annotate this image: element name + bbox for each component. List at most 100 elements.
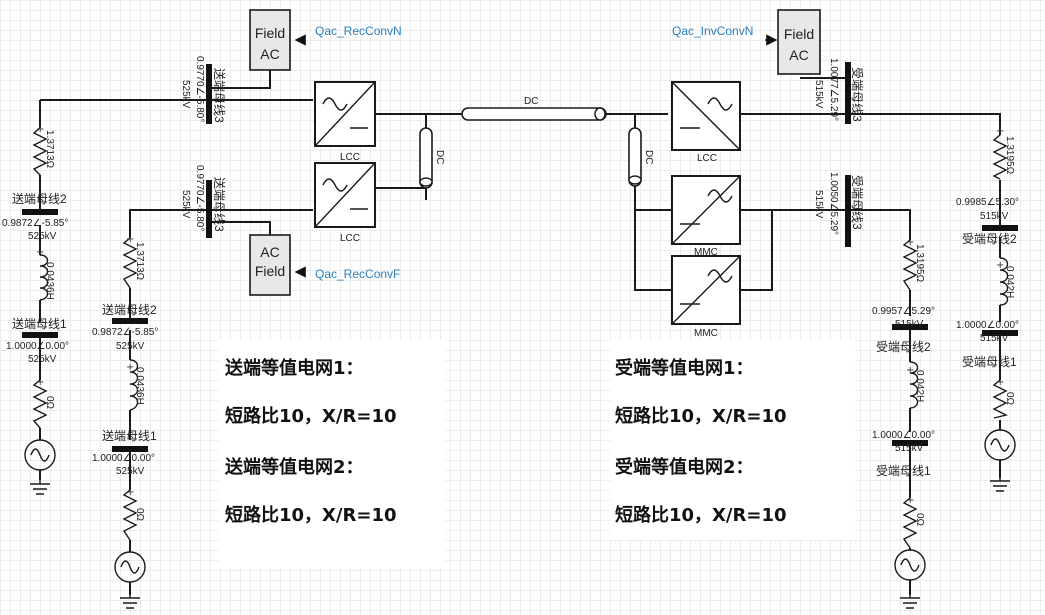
ac-source	[114, 551, 146, 583]
mmc-converter[interactable]	[671, 255, 741, 325]
dc-capacitor[interactable]	[419, 127, 433, 189]
mmc-converter[interactable]	[671, 175, 741, 245]
dc-cable[interactable]	[461, 107, 607, 121]
bus-label-group: 受端母线3	[850, 175, 864, 230]
converter-label: LCC	[697, 153, 717, 164]
bus-voltage: 0.9872∠-5.85°	[92, 327, 158, 338]
resistor	[32, 379, 48, 429]
inductor	[39, 254, 49, 301]
svg-text:525kV: 525kV	[180, 190, 191, 219]
svg-text:515kV: 515kV	[813, 80, 824, 109]
resistor	[32, 127, 48, 176]
resistor	[902, 239, 918, 291]
svg-text:+: +	[996, 377, 1004, 388]
bus-name: 送端母线1	[102, 428, 157, 443]
left-grid2-scr: 短路比10，X/R=10	[225, 505, 397, 526]
field-ac-box[interactable]: AC Field	[249, 234, 291, 296]
bus-voltage: 0.9872∠-5.85°	[2, 218, 68, 229]
svg-text:Field: Field	[784, 26, 814, 42]
bus-name: 送端母线1	[12, 316, 67, 331]
field-ac-box[interactable]: Field AC	[249, 9, 291, 71]
lcc-converter[interactable]	[671, 81, 741, 151]
resistor-label: 1.3713Ω	[134, 242, 145, 281]
inductor	[909, 361, 919, 409]
resistor	[902, 497, 918, 549]
bus-label-group: 受端母线3	[850, 67, 864, 122]
left-grid2-title: 送端等值电网2：	[225, 457, 364, 478]
inductor	[129, 359, 139, 411]
inductor-label: 0.042H	[914, 370, 925, 402]
converter-label: MMC	[694, 247, 718, 258]
svg-text:受端母线3: 受端母线3	[850, 67, 864, 122]
bus-kv: 525kV	[116, 466, 145, 477]
bus-label-group: 515kV	[813, 80, 824, 109]
svg-text:0.9770∠-5.80°: 0.9770∠-5.80°	[194, 56, 205, 122]
svg-text:+: +	[906, 237, 914, 248]
inductor	[999, 257, 1009, 306]
bus-name: 受端母线1	[876, 464, 931, 478]
bus-kv: 525kV	[28, 354, 57, 365]
svg-text:+: +	[36, 124, 44, 135]
bus-bar	[112, 318, 148, 324]
wire	[740, 210, 773, 291]
converter-label: LCC	[340, 233, 360, 244]
svg-text:1.0050∠5.29°: 1.0050∠5.29°	[828, 172, 839, 235]
svg-text:受端母线3: 受端母线3	[850, 175, 864, 230]
svg-text:送端母线3: 送端母线3	[212, 177, 227, 232]
right-grid1-scr: 短路比10，X/R=10	[615, 406, 787, 427]
bus-name: 送端母线2	[12, 191, 67, 206]
inductor-label: 0.0436H	[44, 262, 55, 300]
bus-label-group: 1.0077∠5.29°	[828, 58, 839, 121]
field-ac-box[interactable]: Field AC	[777, 9, 821, 75]
right-grid2-scr: 短路比10，X/R=10	[615, 505, 787, 526]
svg-text:525kV: 525kV	[180, 80, 191, 109]
bus-name: 受端母线1	[962, 355, 1017, 369]
svg-text:515kV: 515kV	[813, 190, 824, 219]
dc-cap-label: DC	[643, 150, 654, 164]
bus-bar	[845, 175, 851, 247]
svg-text:1.0077∠5.29°: 1.0077∠5.29°	[828, 58, 839, 121]
ac-source	[894, 549, 926, 581]
bus-voltage: 1.0000∠0.00°	[872, 430, 935, 441]
wire	[740, 209, 911, 235]
left-grid1-title: 送端等值电网1：	[225, 358, 364, 379]
bus-kv: 525kV	[28, 231, 57, 242]
dc-cap-label: DC	[434, 150, 445, 164]
bus-kv: 515kV	[980, 211, 1009, 222]
resistor-label: 0Ω	[44, 396, 55, 410]
ground-icon	[120, 595, 140, 609]
ground-icon	[900, 595, 920, 609]
resistor-label: 1.3713Ω	[44, 130, 55, 169]
inductor-label: 0.0436H	[134, 367, 145, 405]
bus-name: 送端母线2	[102, 302, 157, 317]
bus-label-group: 送端母线3	[212, 68, 227, 123]
resistor-label: 0Ω	[134, 508, 145, 522]
bus-bar	[982, 225, 1018, 231]
svg-text:+: +	[36, 247, 44, 258]
bus-label-group: 525kV	[180, 80, 191, 109]
dc-capacitor[interactable]	[628, 127, 642, 187]
bus-bar	[22, 209, 58, 215]
ac-source	[24, 439, 56, 471]
bus-voltage: 1.0000∠0.00°	[956, 320, 1019, 331]
bus-label-group: 送端母线3	[212, 177, 227, 232]
wire	[634, 210, 672, 291]
lcc-converter[interactable]	[314, 81, 376, 147]
wire	[129, 209, 313, 230]
svg-text:AC: AC	[789, 47, 808, 63]
resistor-label: 0Ω	[1004, 392, 1015, 406]
wire	[740, 113, 1001, 130]
converter-label: MMC	[694, 328, 718, 339]
note-panel-right	[610, 340, 855, 540]
svg-text:+: +	[126, 234, 134, 245]
bus-bar	[206, 64, 212, 124]
lcc-converter[interactable]	[314, 162, 376, 228]
bus-kv: 525kV	[116, 341, 145, 352]
svg-text:0.9770∠-5.80°: 0.9770∠-5.80°	[194, 165, 205, 231]
resistor-label: 1.3195Ω	[914, 244, 925, 283]
svg-text:+: +	[996, 260, 1004, 271]
svg-text:+: +	[906, 365, 914, 376]
bus-label-group: 1.0050∠5.29°	[828, 172, 839, 235]
